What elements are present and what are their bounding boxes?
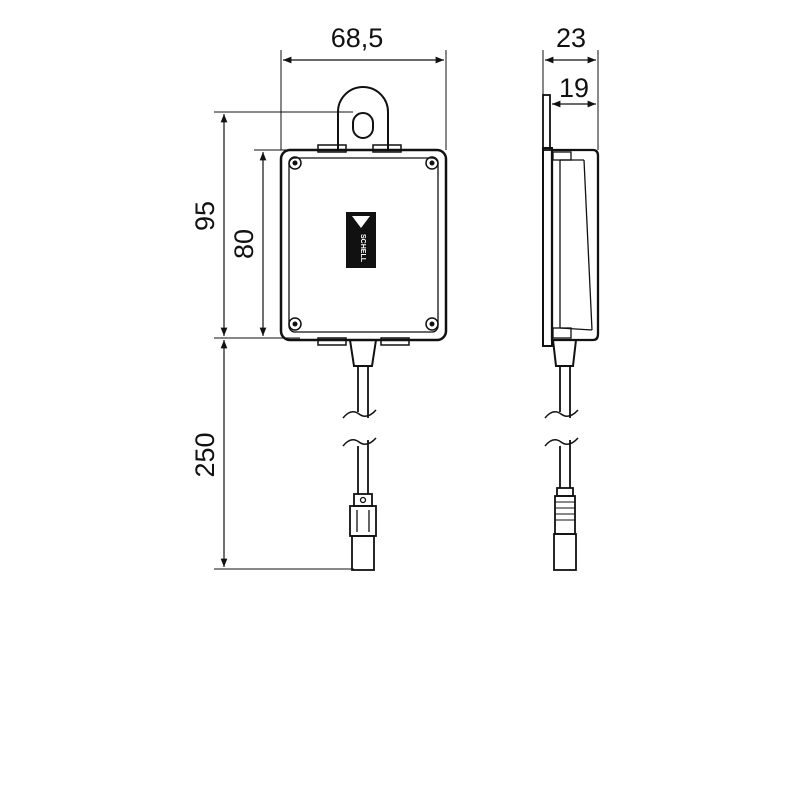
box-inner: [288, 157, 439, 333]
side-body: [550, 148, 600, 342]
break-mark-upper: [342, 409, 377, 419]
side-inner-line-2: [583, 159, 593, 331]
logo-text: SCHELL: [359, 234, 366, 263]
side-hanger-tab: [542, 94, 551, 151]
side-back-plate: [542, 147, 553, 347]
hanger-loop: [337, 86, 389, 150]
dimension-depth-total-label: 23: [556, 23, 586, 53]
dimension-height-body: 80: [229, 149, 290, 336]
side-break-mark-upper: [544, 409, 579, 419]
dimension-width-front: 68,5: [280, 23, 447, 150]
top-clip-left: [317, 144, 347, 153]
side-bottom-clip: [552, 327, 572, 339]
logo-plate: SCHELL: [346, 212, 376, 268]
side-top-clip: [552, 151, 572, 161]
screw-bottom-right: [425, 317, 439, 331]
bottom-clip-left: [317, 337, 347, 346]
dimension-depth-body-label: 19: [559, 73, 589, 103]
top-clip-right: [372, 144, 402, 153]
side-break-mark-lower: [544, 437, 579, 447]
bottom-clip-right: [380, 337, 410, 346]
dimension-cable-length-label: 250: [190, 432, 220, 477]
plug-connector: [349, 493, 377, 571]
cable-gland: [348, 339, 378, 367]
front-view: SCHELL 68,5: [190, 23, 448, 571]
dimension-depth-total: 23: [542, 23, 599, 150]
dimension-height-total-label: 95: [190, 201, 220, 231]
screw-top-left: [288, 156, 302, 170]
dimension-cable-length: 250: [190, 340, 354, 570]
logo-triangle-icon: [352, 216, 370, 228]
dimension-width-front-label: 68,5: [331, 23, 384, 53]
break-mark-lower: [342, 437, 377, 447]
side-view: 23 19: [542, 23, 600, 571]
dimension-height-body-label: 80: [229, 229, 259, 259]
side-plug-connector: [553, 487, 577, 571]
dimension-depth-body: 19: [552, 73, 596, 108]
screw-bottom-left: [288, 317, 302, 331]
side-cable-gland: [551, 339, 578, 367]
dimension-height-total: 95: [190, 111, 353, 339]
screw-top-right: [425, 156, 439, 170]
